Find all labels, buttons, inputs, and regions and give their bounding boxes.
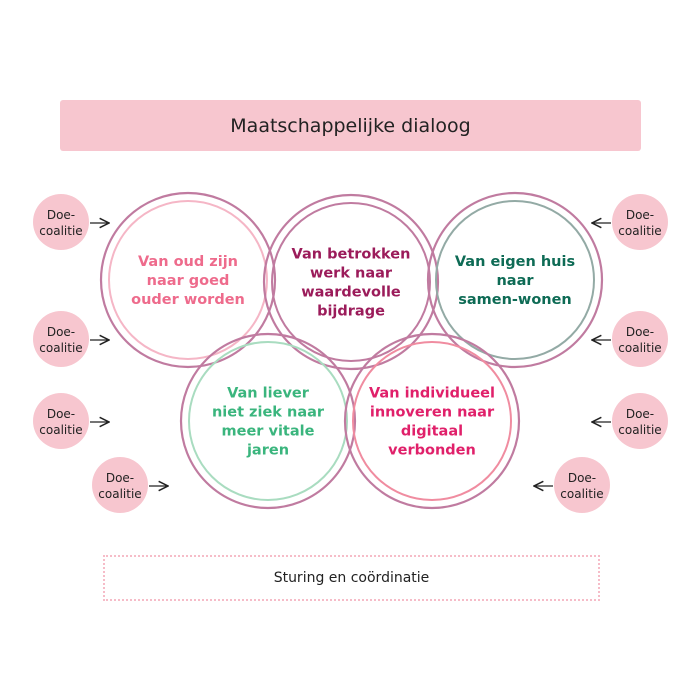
doe-coalitie-circle — [612, 194, 668, 250]
doe-coalitie-label: coalitie — [618, 224, 661, 238]
circle-label-line: digitaal — [401, 424, 463, 440]
circle-label-line: Van oud zijn — [138, 254, 238, 270]
doe-coalitie-label: coalitie — [39, 423, 82, 437]
doe-coalitie-node: Doe-coalitie — [592, 194, 668, 250]
outer-ring — [99, 191, 277, 369]
doe-coalitie-circle — [554, 457, 610, 513]
banner-title: Maatschappelijke dialoog — [230, 114, 471, 137]
circle-label-line: naar — [496, 273, 534, 289]
sturing-label: Sturing en coördinatie — [273, 570, 430, 586]
outer-ring — [426, 191, 604, 369]
doe-coalitie-label: coalitie — [560, 487, 603, 501]
circle-label: Van liever niet ziek naar meer vitale jaren — [212, 386, 325, 459]
outer-ring — [343, 332, 521, 510]
circle-label: Van betrokken werk naar waardevolle bijdrag… — [292, 247, 411, 320]
doe-coalitie-circle — [33, 194, 89, 250]
doe-coalitie-label: coalitie — [39, 341, 82, 355]
inner-ring — [271, 202, 431, 362]
doe-coalitie-label: Doe- — [626, 325, 654, 339]
doe-coalitie-label: coalitie — [618, 423, 661, 437]
circle-label-line: innoveren naar — [370, 405, 495, 421]
doe-coalitie-label: Doe- — [106, 471, 134, 485]
circle-label-line: Van betrokken — [292, 247, 411, 263]
circle-label-line: jaren — [246, 443, 289, 459]
sturing-en-coordinatie-box: Sturing en coördinatie — [103, 555, 600, 601]
doe-coalitie-label: Doe- — [568, 471, 596, 485]
doe-coalitie-label: Doe- — [47, 325, 75, 339]
doe-coalitie-node: Doe-coalitie — [33, 393, 109, 449]
doe-coalitie-node: Doe-coalitie — [33, 194, 109, 250]
doe-coalitie-label: Doe- — [626, 407, 654, 421]
inner-ring — [352, 341, 512, 501]
inner-ring — [108, 200, 268, 360]
circle-label-line: werk naar — [310, 266, 393, 282]
circle-label-line: Van eigen huis — [455, 254, 575, 270]
outer-ring — [179, 332, 357, 510]
doe-coalitie-label: coalitie — [39, 224, 82, 238]
doe-coalitie-circle — [33, 393, 89, 449]
doe-coalitie-node: Doe-coalitie — [92, 457, 168, 513]
outer-ring — [262, 193, 440, 371]
circle-label: Van oud zijn naar goed ouder worden — [131, 254, 245, 308]
doe-coalitie-node: Doe-coalitie — [534, 457, 610, 513]
inner-ring — [188, 341, 348, 501]
circle-label-line: Van liever — [227, 386, 310, 402]
doe-coalitie-node: Doe-coalitie — [33, 311, 109, 367]
circle-label-line: samen-wonen — [458, 292, 572, 308]
doe-coalitie-node: Doe-coalitie — [592, 393, 668, 449]
circle-label-line: ouder worden — [131, 292, 245, 308]
circle-label-line: Van individueel — [369, 386, 495, 402]
inner-ring — [435, 200, 595, 360]
doe-coalitie-circle — [612, 393, 668, 449]
doe-coalitie-label: Doe- — [47, 407, 75, 421]
doe-coalitie-circle — [92, 457, 148, 513]
circle-label-line: bijdrage — [317, 304, 385, 320]
doe-coalitie-node: Doe-coalitie — [592, 311, 668, 367]
circle-label-line: verbonden — [388, 443, 476, 459]
doe-coalitie-circle — [612, 311, 668, 367]
circle-label: Van eigen huis naar samen-wonen — [455, 254, 575, 308]
doe-coalitie-label: coalitie — [98, 487, 141, 501]
circle-label-line: niet ziek naar — [212, 405, 325, 421]
doe-coalitie-label: coalitie — [618, 341, 661, 355]
doe-coalitie-label: Doe- — [47, 208, 75, 222]
circle-label: Van individueel innoveren naar digitaal ver… — [369, 386, 495, 459]
circle-label-line: waardevolle — [301, 285, 401, 301]
circle-label-line: naar goed — [147, 273, 230, 289]
maatschappelijke-dialoog-banner: Maatschappelijke dialoog — [60, 100, 641, 151]
circle-label-line: meer vitale — [222, 424, 315, 440]
doe-coalitie-label: Doe- — [626, 208, 654, 222]
doe-coalitie-circle — [33, 311, 89, 367]
